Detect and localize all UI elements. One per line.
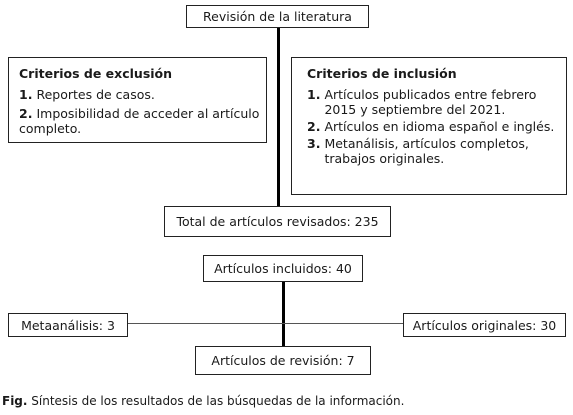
meta-analysis-label: Metaanálisis: 3 [21,317,115,333]
meta-analysis-box: Metaanálisis: 3 [8,313,128,337]
original-articles-label: Artículos originales: 30 [412,317,557,333]
literature-review-label: Revisión de la literatura [203,9,352,24]
branch-line [128,323,405,324]
exclusion-item-number: 2. [19,106,33,121]
exclusion-title: Criterios de exclusión [19,66,173,81]
exclusion-item: 2.Imposibilidad de acceder al artículo c… [19,106,260,136]
exclusion-item-number: 1. [19,87,33,102]
inclusion-item: 1.Artículos publicados entre febrero 201… [307,87,562,117]
figure-caption-label: Fig. [2,394,28,408]
included-articles-box: Artículos incluidos: 40 [203,255,363,282]
literature-review-box: Revisión de la literatura [186,5,369,28]
exclusion-item-text: Imposibilidad de acceder al artículo com… [19,106,260,136]
inclusion-item-text: Artículos en idioma español e inglés. [324,119,555,134]
inclusion-item-text: Artículos publicados entre febrero 2015 … [324,87,537,117]
figure-caption: Fig. Síntesis de los resultados de las b… [2,394,404,408]
original-articles-box: Artículos originales: 30 [403,313,566,337]
inclusion-item: 2.Artículos en idioma español e inglés. [307,119,562,134]
inclusion-item-number: 1. [307,87,321,102]
inclusion-item-text: Metanálisis, artículos completos, trabaj… [324,136,529,166]
inclusion-item: 3.Metanálisis, artículos completos, trab… [307,136,562,166]
exclusion-item-text: Reportes de casos. [36,87,155,102]
inclusion-item-number: 3. [307,136,321,151]
included-articles-label: Artículos incluidos: 40 [214,261,352,276]
exclusion-criteria-box: Criterios de exclusión 1.Reportes de cas… [8,57,267,143]
review-articles-box: Artículos de revisión: 7 [195,346,371,375]
total-articles-box: Total de artículos revisados: 235 [164,206,391,237]
inclusion-title: Criterios de inclusión [307,66,457,81]
inclusion-criteria-box: Criterios de inclusión 1.Artículos publi… [291,57,567,195]
review-articles-label: Artículos de revisión: 7 [211,353,355,368]
inclusion-item-number: 2. [307,119,321,134]
lower-trunk-line [282,280,285,348]
main-trunk-line [277,26,280,207]
exclusion-item: 1.Reportes de casos. [19,87,260,102]
total-articles-label: Total de artículos revisados: 235 [176,214,379,229]
figure-caption-text: Síntesis de los resultados de las búsque… [27,394,405,408]
